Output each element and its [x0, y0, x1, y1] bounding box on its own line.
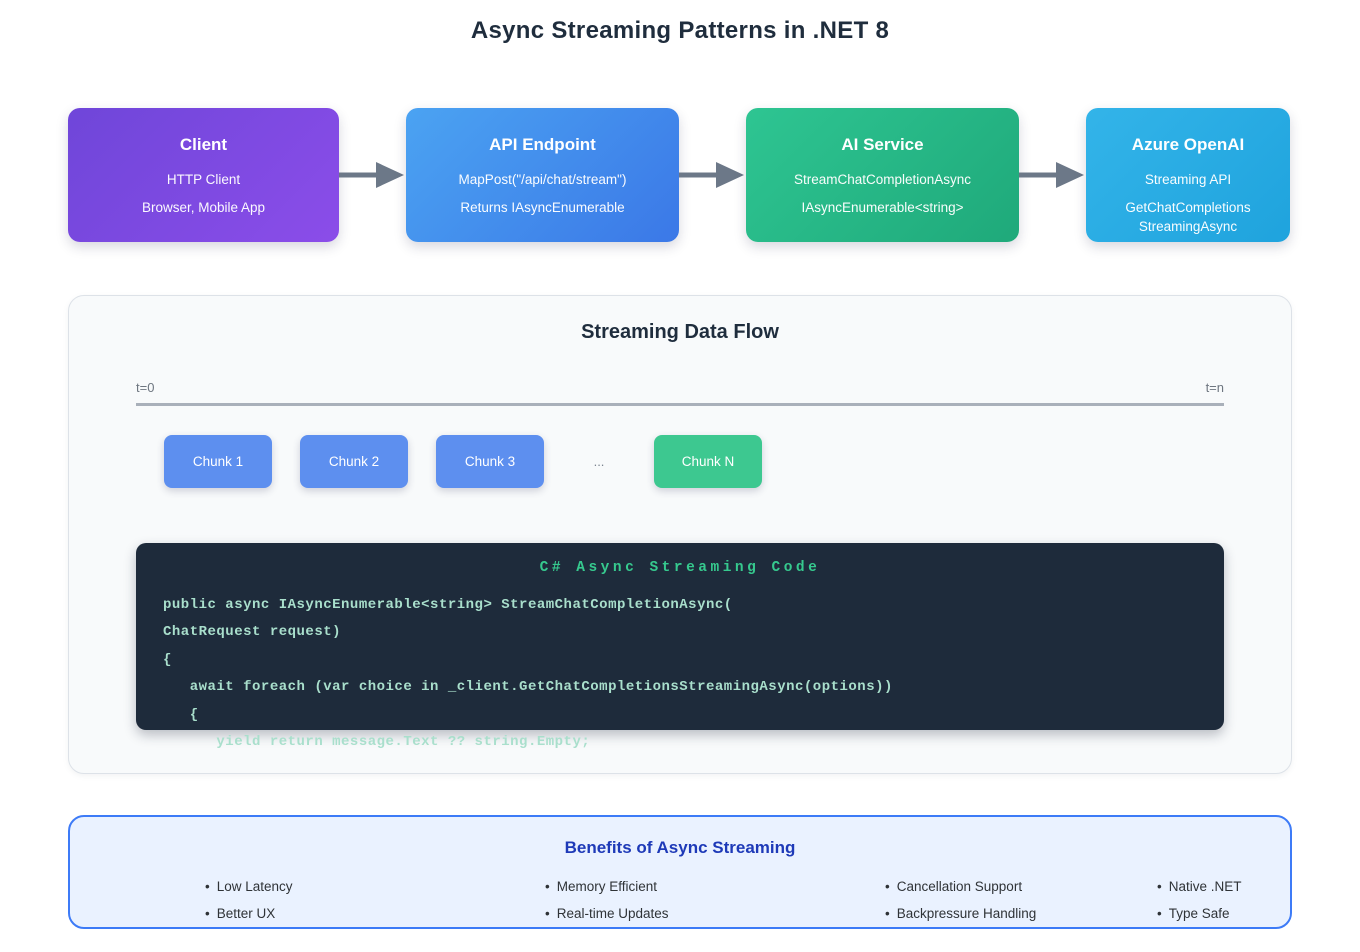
benefits-column: • Memory Efficient • Real-time Updates	[545, 873, 669, 927]
timeline-axis	[136, 403, 1224, 406]
benefit-item: • Type Safe	[1157, 900, 1242, 927]
benefit-item: • Backpressure Handling	[885, 900, 1036, 927]
benefits-panel: Benefits of Async Streaming • Low Latency…	[68, 815, 1292, 929]
node-title: Azure OpenAI	[1131, 135, 1245, 154]
flow-arrow-icon	[339, 160, 406, 190]
benefit-label: Real-time Updates	[556, 906, 669, 921]
code-line: public async IAsyncEnumerable<string> St…	[163, 597, 733, 613]
benefit-label: Low Latency	[216, 879, 293, 894]
code-line: {	[163, 706, 199, 723]
node-client: Client HTTP Client Browser, Mobile App	[68, 108, 339, 242]
benefits-column: • Cancellation Support • Backpressure Hand…	[885, 873, 1036, 927]
benefit-item: • Low Latency	[205, 873, 293, 900]
benefit-label: Cancellation Support	[896, 879, 1023, 894]
code-line: yield return message.Text ?? string.Empt…	[163, 734, 591, 751]
code-block: C# Async Streaming Code public async IAs…	[136, 543, 1224, 750]
chunk-2: Chunk 2	[300, 435, 408, 488]
timeline-start-label: t=0	[136, 380, 155, 395]
code-line: {	[163, 651, 172, 668]
benefit-label: Native .NET	[1168, 879, 1242, 894]
page-title: Async Streaming Patterns in .NET 8	[470, 17, 890, 44]
code-line: await foreach (var choice in _client.Get…	[163, 679, 893, 696]
chunk-1: Chunk 1	[164, 435, 272, 488]
bullet-icon: •	[1157, 906, 1162, 921]
chunk-n: Chunk N	[654, 435, 762, 488]
flow-arrow-icon	[679, 160, 746, 190]
benefit-item: • Better UX	[205, 900, 293, 927]
node-line: Streaming API	[1144, 172, 1232, 187]
node-ai-service: AI Service StreamChatCompletionAsync IAs…	[746, 108, 1019, 242]
node-title: Client	[179, 135, 228, 154]
chunk-3: Chunk 3	[436, 435, 544, 488]
node-line: HTTP Client	[166, 172, 241, 187]
benefits-column: • Low Latency • Better UX	[205, 873, 293, 927]
chunk-row: Chunk 1 Chunk 2 Chunk 3 ... Chunk N	[164, 435, 1291, 488]
bullet-icon: •	[205, 906, 210, 921]
node-azure-openai: Azure OpenAI Streaming API GetChatComple…	[1086, 108, 1290, 242]
bullet-icon: •	[1157, 879, 1162, 894]
flow-arrow-icon	[1019, 160, 1086, 190]
bullet-icon: •	[545, 879, 550, 894]
bullet-icon: •	[545, 906, 550, 921]
flow-panel-title: Streaming Data Flow	[581, 321, 779, 343]
code-line: ChatRequest request)	[163, 624, 342, 641]
chunk-ellipsis: ...	[593, 454, 605, 469]
benefit-item: • Native .NET	[1157, 873, 1242, 900]
benefit-label: Better UX	[216, 906, 276, 921]
node-line: MapPost("/api/chat/stream")	[458, 172, 627, 187]
bullet-icon: •	[885, 879, 890, 894]
code-lines: public async IAsyncEnumerable<string> St…	[136, 592, 1224, 756]
streaming-data-flow-panel: Streaming Data Flow t=0 t=n Chunk 1 Chun…	[68, 295, 1292, 774]
architecture-pipeline: Client HTTP Client Browser, Mobile App A…	[68, 108, 1292, 242]
bullet-icon: •	[205, 879, 210, 894]
benefit-label: Type Safe	[1168, 906, 1230, 921]
benefit-item: • Real-time Updates	[545, 900, 669, 927]
node-title: API Endpoint	[489, 135, 596, 154]
bullet-icon: •	[885, 906, 890, 921]
benefit-label: Memory Efficient	[556, 879, 658, 894]
node-title: AI Service	[841, 135, 924, 154]
node-line: GetChatCompletions StreamingAsync	[1125, 200, 1251, 234]
node-line: Browser, Mobile App	[141, 200, 266, 215]
code-block-title: C# Async Streaming Code	[539, 560, 821, 576]
benefits-column: • Native .NET • Type Safe	[1157, 873, 1242, 927]
node-api-endpoint: API Endpoint MapPost("/api/chat/stream")…	[406, 108, 679, 242]
node-line: StreamChatCompletionAsync	[793, 172, 972, 187]
node-line: IAsyncEnumerable<string>	[801, 200, 964, 215]
benefit-item: • Cancellation Support	[885, 873, 1036, 900]
node-line: Returns IAsyncEnumerable	[460, 200, 625, 215]
timeline: t=0 t=n	[136, 380, 1224, 406]
benefit-item: • Memory Efficient	[545, 873, 669, 900]
benefits-title: Benefits of Async Streaming	[564, 838, 796, 857]
benefit-label: Backpressure Handling	[896, 906, 1037, 921]
timeline-end-label: t=n	[1205, 380, 1224, 395]
